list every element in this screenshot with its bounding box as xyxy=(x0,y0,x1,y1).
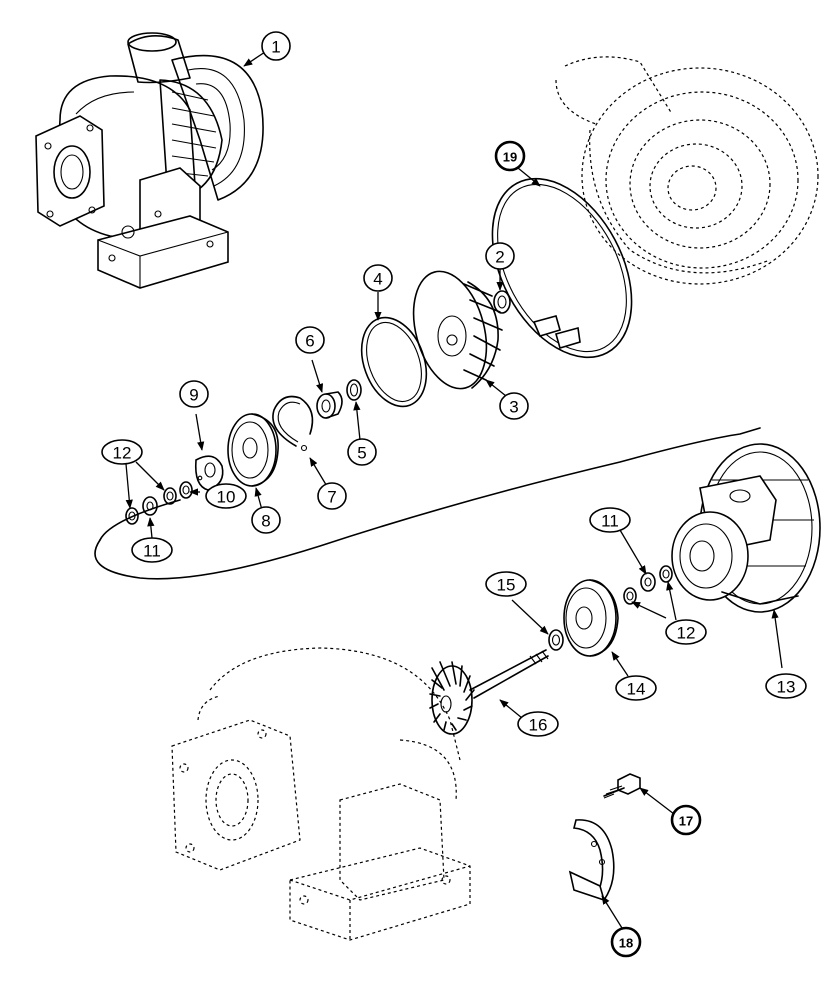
callout-3: 3 xyxy=(499,392,529,420)
callout-3-label: 3 xyxy=(509,398,518,417)
seal-ring-15 xyxy=(548,629,564,651)
callout-4-label: 4 xyxy=(373,270,382,289)
callout-7: 7 xyxy=(317,482,347,510)
callout-13-label: 13 xyxy=(777,678,796,697)
callout-8-label: 8 xyxy=(261,512,270,531)
callout-9-label: 9 xyxy=(189,386,198,405)
nut-2 xyxy=(493,290,511,314)
callout-18: 18 xyxy=(610,926,642,958)
callout-4: 4 xyxy=(363,264,393,292)
callout-14: 14 xyxy=(615,675,657,701)
callout-6-label: 6 xyxy=(305,332,314,351)
callout-2: 2 xyxy=(485,242,515,270)
callout-7-label: 7 xyxy=(327,488,336,507)
callout-12-left: 12 xyxy=(101,439,143,465)
bolt-17 xyxy=(603,773,641,799)
callout-12-left-label: 12 xyxy=(113,444,132,463)
ring-5 xyxy=(346,379,362,401)
insert-8 xyxy=(227,413,279,487)
callout-9: 9 xyxy=(179,380,209,408)
subassembly-outline xyxy=(94,427,761,580)
spacer-group-left xyxy=(125,481,193,525)
heat-shroud-14 xyxy=(563,579,619,657)
callout-17-label: 17 xyxy=(679,814,693,829)
callout-19-label: 19 xyxy=(503,150,517,165)
callout-11-right-label: 11 xyxy=(601,512,619,531)
callout-15-label: 15 xyxy=(497,576,516,595)
callout-13: 13 xyxy=(765,673,807,699)
callout-11-right: 11 xyxy=(589,507,631,533)
callout-12-right-label: 12 xyxy=(677,624,696,643)
callout-8: 8 xyxy=(251,506,281,534)
callout-17: 17 xyxy=(670,804,702,836)
callout-10: 10 xyxy=(205,483,247,509)
callout-2-label: 2 xyxy=(495,248,504,267)
callout-10-label: 10 xyxy=(217,488,236,507)
callout-14-label: 14 xyxy=(627,680,646,699)
callout-5: 5 xyxy=(347,438,377,466)
spacer-group-right xyxy=(623,565,673,605)
retaining-ring-7 xyxy=(272,395,314,452)
callout-19: 19 xyxy=(494,140,526,172)
callout-16: 16 xyxy=(517,711,559,737)
clamp-plate-18 xyxy=(568,819,615,902)
callout-15: 15 xyxy=(485,571,527,597)
callout-11-left: 11 xyxy=(131,537,173,563)
callout-11-left-label: 11 xyxy=(143,542,161,561)
callout-5-label: 5 xyxy=(357,444,366,463)
callout-1-label: 1 xyxy=(271,38,280,57)
turbocharger-assembly xyxy=(35,32,264,289)
callout-12-right: 12 xyxy=(665,619,707,645)
leader-lines xyxy=(125,49,783,929)
compressor-housing-phantom xyxy=(555,56,819,285)
callout-18-label: 18 xyxy=(619,936,633,951)
turbine-housing-phantom xyxy=(171,647,471,941)
callout-6: 6 xyxy=(295,326,325,354)
turbine-wheel-shaft-16 xyxy=(429,649,549,735)
thrust-bearing-9 xyxy=(194,455,224,491)
callout-1: 1 xyxy=(261,31,291,61)
sleeve-6 xyxy=(316,391,343,419)
compressor-wheel-3 xyxy=(412,270,503,390)
center-housing-13 xyxy=(671,443,821,613)
o-ring-4 xyxy=(360,316,428,408)
callout-16-label: 16 xyxy=(529,716,548,735)
